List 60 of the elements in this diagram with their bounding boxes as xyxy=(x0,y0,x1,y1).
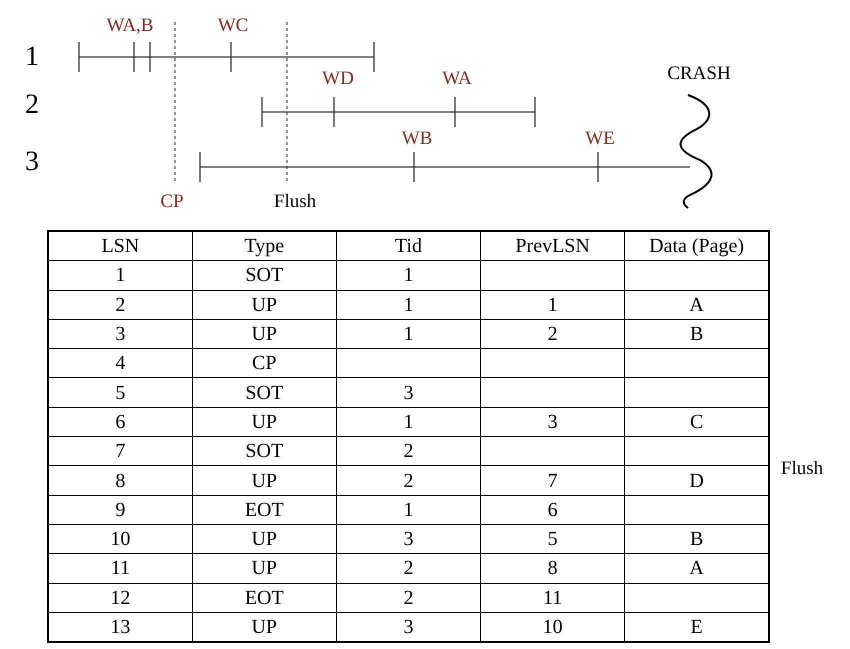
event-label: WB xyxy=(402,128,432,150)
table-cell: 2 xyxy=(48,290,192,320)
table-cell: 3 xyxy=(336,378,481,408)
column-header: Tid xyxy=(336,231,481,261)
column-header: PrevLSN xyxy=(480,231,625,261)
table-cell: 1 xyxy=(336,290,481,320)
table-cell: 3 xyxy=(480,407,625,437)
table-cell: 1 xyxy=(336,260,481,290)
table-cell: 5 xyxy=(48,378,192,408)
event-label: WA,B xyxy=(106,15,154,37)
table-cell: 4 xyxy=(48,348,192,378)
table-cell: UP xyxy=(192,524,336,554)
row-number: 2 xyxy=(25,89,39,121)
table-cell: 10 xyxy=(48,524,192,554)
crash-label: CRASH xyxy=(667,63,731,85)
table-cell: 2 xyxy=(336,466,481,496)
table-cell: 6 xyxy=(480,495,625,524)
table-cell: 5 xyxy=(480,524,625,554)
table-cell: 1 xyxy=(336,495,481,524)
table-cell: 12 xyxy=(48,583,192,612)
table-cell: 7 xyxy=(48,436,192,466)
table-cell: 11 xyxy=(48,554,192,584)
event-label: WA xyxy=(442,68,472,90)
table-cell: 1 xyxy=(48,260,192,290)
table-cell: SOT xyxy=(192,378,336,408)
table-cell: 8 xyxy=(48,466,192,496)
table-cell: 1 xyxy=(480,290,625,320)
table-cell: 6 xyxy=(48,407,192,437)
table-cell: 3 xyxy=(48,319,192,349)
row-number: 3 xyxy=(25,146,39,178)
table-cell: UP xyxy=(192,407,336,437)
table-cell: 8 xyxy=(480,554,625,584)
table-cell: EOT xyxy=(192,495,336,524)
table-cell: 7 xyxy=(480,466,625,496)
table-cell: UP xyxy=(192,554,336,584)
table-cell: UP xyxy=(192,290,336,320)
table-cell: 3 xyxy=(336,524,481,554)
table-cell: 1 xyxy=(336,319,481,349)
table-cell: UP xyxy=(192,319,336,349)
column-header: Type xyxy=(192,231,336,261)
table-cell: 2 xyxy=(336,554,481,584)
table-cell: 2 xyxy=(480,319,625,349)
table-cell: 2 xyxy=(336,436,481,466)
table-cell: 11 xyxy=(480,583,625,612)
table-cell: EOT xyxy=(192,583,336,612)
table-cell: CP xyxy=(192,348,336,378)
flush-label: Flush xyxy=(274,191,316,213)
table-cell: 9 xyxy=(48,495,192,524)
column-header: LSN xyxy=(48,231,192,261)
row-number: 1 xyxy=(25,41,39,73)
checkpoint-label: CP xyxy=(160,191,184,213)
event-label: WE xyxy=(585,128,615,150)
table-cell: UP xyxy=(192,466,336,496)
table-cell: SOT xyxy=(192,260,336,290)
flush-label: Flush xyxy=(780,458,824,480)
table-cell: SOT xyxy=(192,436,336,466)
table-cell: 1 xyxy=(336,407,481,437)
table-cell: 2 xyxy=(336,583,481,612)
event-label: WD xyxy=(322,68,354,90)
event-label: WC xyxy=(218,15,248,37)
